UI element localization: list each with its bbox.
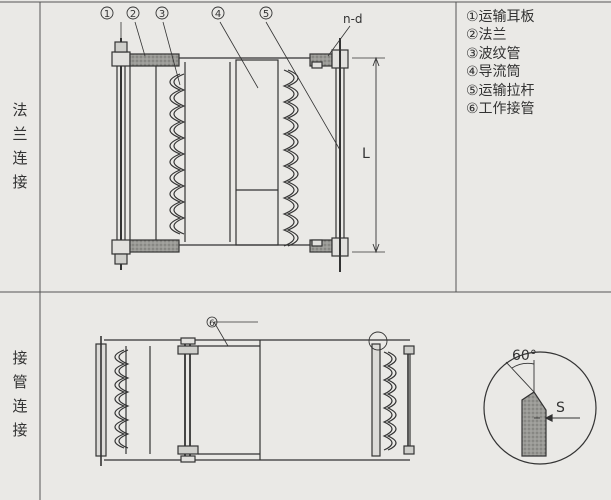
dimension-L-label: L [362, 146, 370, 162]
legend-item: ②法兰 [466, 27, 507, 44]
section-label-pipe-char: 管 [12, 373, 28, 391]
section-label-flange-char: 兰 [12, 125, 28, 143]
section-label-flange-char: 接 [12, 173, 28, 191]
callout-3: 3 [159, 9, 165, 20]
section-label-flange: 法 兰 连 接 [6, 98, 34, 194]
section-label-pipe-char: 连 [12, 397, 28, 415]
flange-callout-labels: 1 2 3 4 5 [104, 9, 269, 20]
legend-item: ⑤运输拉杆 [466, 82, 535, 99]
legend-item: ④导流筒 [466, 64, 521, 81]
callout-4: 4 [215, 9, 221, 20]
legend-item: ⑥工作接管 [466, 101, 535, 118]
pipe-connection-drawing [95, 316, 415, 466]
parts-legend: ①运输耳板 ②法兰 ③波纹管 ④导流筒 ⑤运输拉杆 ⑥工作接管 [466, 8, 535, 118]
weld-gap-label: S [556, 400, 565, 416]
section-label-flange-char: 法 [12, 101, 28, 119]
callout-2: 2 [130, 9, 136, 20]
callout-1: 1 [104, 9, 110, 20]
weld-detail [483, 351, 597, 465]
section-label-pipe-char: 接 [12, 421, 28, 439]
flange-connection-drawing [100, 6, 385, 272]
callout-n-d: n-d [343, 12, 363, 26]
callout-5: 5 [263, 9, 269, 20]
legend-item: ③波纹管 [466, 45, 521, 62]
weld-angle-label: 60° [512, 348, 537, 364]
legend-item: ①运输耳板 [466, 9, 535, 25]
section-label-pipe: 接 管 连 接 [6, 346, 34, 442]
section-label-pipe-char: 接 [12, 349, 28, 367]
section-label-flange-char: 连 [12, 149, 28, 167]
callout-6: 6 [209, 319, 215, 329]
